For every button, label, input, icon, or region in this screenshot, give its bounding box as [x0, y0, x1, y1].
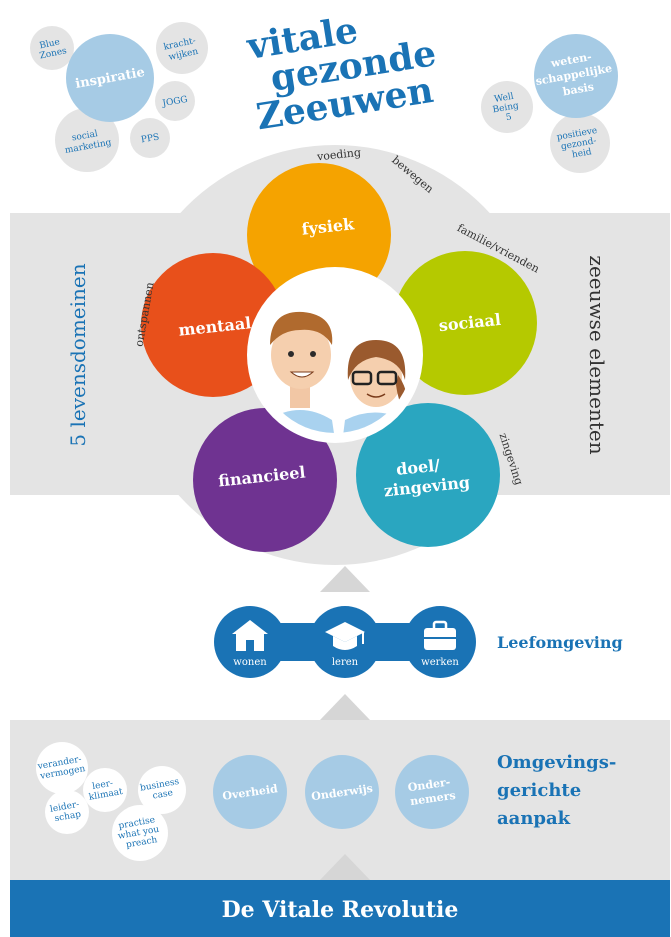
ondernemers-bubble — [395, 755, 469, 829]
man-smile — [289, 371, 315, 378]
omgeving-bubbles: Overheid Onderwijs Onder- nemers — [213, 755, 469, 829]
bubble-krachtwijken — [156, 22, 208, 74]
petal-doel-zingeving — [356, 403, 500, 547]
bubble-business-case — [138, 766, 186, 814]
man-eye-left — [288, 351, 294, 357]
omgeving-label: Omgevings- gerichte aanpak — [497, 752, 623, 829]
bubble-leerklimaat — [83, 768, 127, 812]
business-case-label: business case — [139, 776, 184, 803]
leiderschap-label: leider- schap — [49, 799, 84, 824]
werken-label: werken — [421, 657, 459, 668]
bubble-inspiratie — [66, 34, 154, 122]
petal-financieel — [193, 408, 337, 552]
overheid-bubble — [213, 755, 287, 829]
man-eye-right — [310, 351, 316, 357]
voeding-label: voeding — [315, 146, 361, 164]
bubble-jogg — [155, 81, 195, 121]
arrow-up-2 — [320, 694, 370, 720]
petal-sociaal — [393, 251, 537, 395]
bubble-pps — [130, 118, 170, 158]
woman-hair — [347, 340, 406, 380]
ondernemers-label: Onder- nemers — [407, 775, 457, 808]
zeeuwse-elementen-label: zeeuwse elementen — [585, 255, 609, 454]
onderwijs-bubble — [305, 755, 379, 829]
woman-glasses-left — [351, 370, 373, 386]
house-icon — [232, 620, 268, 651]
wonen-label: wonen — [233, 657, 267, 668]
woman-glasses-right — [376, 370, 398, 386]
briefcase-icon — [424, 620, 456, 650]
graduation-cap-icon — [325, 622, 365, 650]
inspiratie-cloud: Blue Zones kracht- wijken JOGG social ma… — [30, 22, 208, 172]
doel-zingeving-label: doel/ zingeving — [381, 453, 471, 501]
arrow-up-3 — [320, 854, 370, 880]
footer-bar — [10, 880, 670, 937]
leefomgeving-chain: wonen leren werken — [214, 606, 476, 678]
bubble-positieve-gezondheid — [550, 113, 610, 173]
aanpak-cloud: verander- vermogen leer- klimaat busines… — [36, 742, 186, 861]
well-being-label: Well Being 5 — [490, 91, 524, 126]
wetenschap-cloud: Well Being 5 positieve gezond- heid wete… — [481, 34, 618, 173]
leren-label: leren — [332, 657, 359, 668]
man-hair — [270, 311, 333, 345]
page-title: vitale gezonde Zeeuwen — [243, 9, 439, 138]
woman-face — [350, 347, 402, 407]
bubble-well-being — [481, 81, 533, 133]
bubble-social-marketing — [55, 108, 119, 172]
positieve-gezondheid-label: positieve gezond- heid — [556, 125, 604, 162]
footer-title: De Vitale Revolutie — [222, 897, 459, 923]
bubble-verandervermogen — [36, 742, 88, 794]
levensdomeinen-label: 5 levensdomeinen — [66, 263, 90, 446]
bubble-practise — [112, 805, 168, 861]
krachtwijken-label: kracht- wijken — [163, 36, 202, 64]
man-face — [271, 321, 331, 389]
woman-smile — [366, 393, 386, 398]
bubble-wetenschappelijke-basis — [534, 34, 618, 118]
pps-label: PPS — [140, 132, 160, 145]
jogg-label: JOGG — [161, 95, 189, 109]
bubble-leiderschap — [45, 790, 89, 834]
arrow-up-1 — [320, 566, 370, 592]
bubble-blue-zones — [30, 26, 74, 70]
leefomgeving-label: Leefomgeving — [497, 633, 623, 652]
